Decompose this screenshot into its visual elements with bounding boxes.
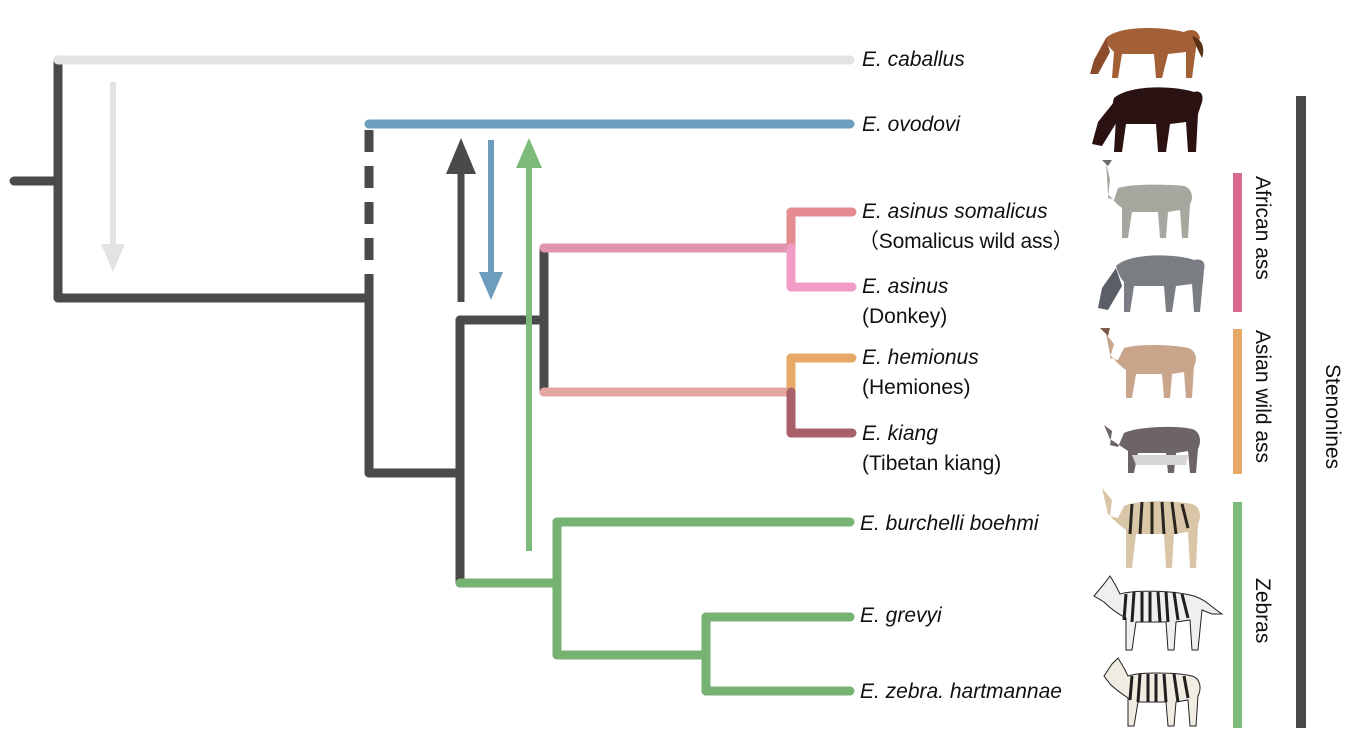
- common-name: （Somalicus wild ass）: [858, 230, 1074, 253]
- taxon-label-somalicus: E. asinus somalicus （Somalicus wild ass）: [858, 200, 1074, 254]
- asian-wild-ass-label: Asian wild ass: [1251, 330, 1274, 464]
- scientific-name: E. caballus: [862, 48, 965, 71]
- hemione-icon: [1100, 328, 1196, 398]
- african-ass-label: African ass: [1251, 176, 1274, 280]
- ovodovi-silhouette-icon: [1092, 87, 1203, 152]
- taxon-label-grevyi: E. grevyi: [860, 604, 942, 628]
- asian-wild-ass-bar: [1233, 329, 1242, 474]
- somali-wild-ass-icon: [1102, 160, 1192, 238]
- taxon-label-hartmannae: E. zebra. hartmannae: [860, 680, 1062, 704]
- scientific-name: E. ovodovi: [862, 113, 961, 136]
- stenonines-label: Stenonines: [1321, 364, 1344, 470]
- taxon-label-asinus: E. asinus (Donkey): [862, 275, 948, 329]
- gene-flow-arrows: [101, 82, 542, 551]
- kiang-icon: [1104, 425, 1200, 473]
- donkey-icon: [1098, 255, 1205, 312]
- zebras-bar: [1233, 502, 1242, 728]
- mountain-zebra-icon: [1103, 657, 1201, 727]
- animal-pictures: [1090, 28, 1224, 727]
- horse-icon: [1090, 28, 1204, 78]
- taxon-label-caballus: E. caballus: [862, 48, 965, 72]
- grevy-zebra-icon: [1093, 575, 1224, 651]
- green-arrowhead: [516, 138, 542, 168]
- dark-arrowhead: [446, 138, 476, 174]
- scientific-name: E. asinus somalicus: [862, 200, 1048, 223]
- common-name: (Tibetan kiang): [862, 452, 1002, 475]
- scientific-name: E. kiang: [862, 422, 938, 445]
- taxon-label-ovodovi: E. ovodovi: [862, 113, 960, 137]
- african-ass-bar: [1233, 173, 1242, 312]
- common-name: (Hemiones): [862, 376, 971, 399]
- common-name: (Donkey): [862, 305, 948, 328]
- burchell-zebra-icon: [1102, 488, 1200, 568]
- taxon-label-kiang: E. kiang (Tibetan kiang): [862, 422, 1001, 476]
- scientific-name: E. hemionus: [862, 346, 979, 369]
- scientific-name: E. grevyi: [860, 604, 942, 627]
- scientific-name: E. burchelli boehmi: [860, 512, 1039, 535]
- caballus-arrowhead: [101, 244, 125, 272]
- zebras-label: Zebras: [1251, 578, 1274, 644]
- scientific-name: E. zebra. hartmannae: [860, 680, 1062, 703]
- taxon-label-burchelli: E. burchelli boehmi: [860, 512, 1039, 536]
- stenonines-bar: [1296, 96, 1306, 728]
- taxon-label-hemionus: E. hemionus (Hemiones): [862, 346, 979, 400]
- blue-arrowhead: [479, 272, 503, 300]
- scientific-name: E. asinus: [862, 275, 949, 298]
